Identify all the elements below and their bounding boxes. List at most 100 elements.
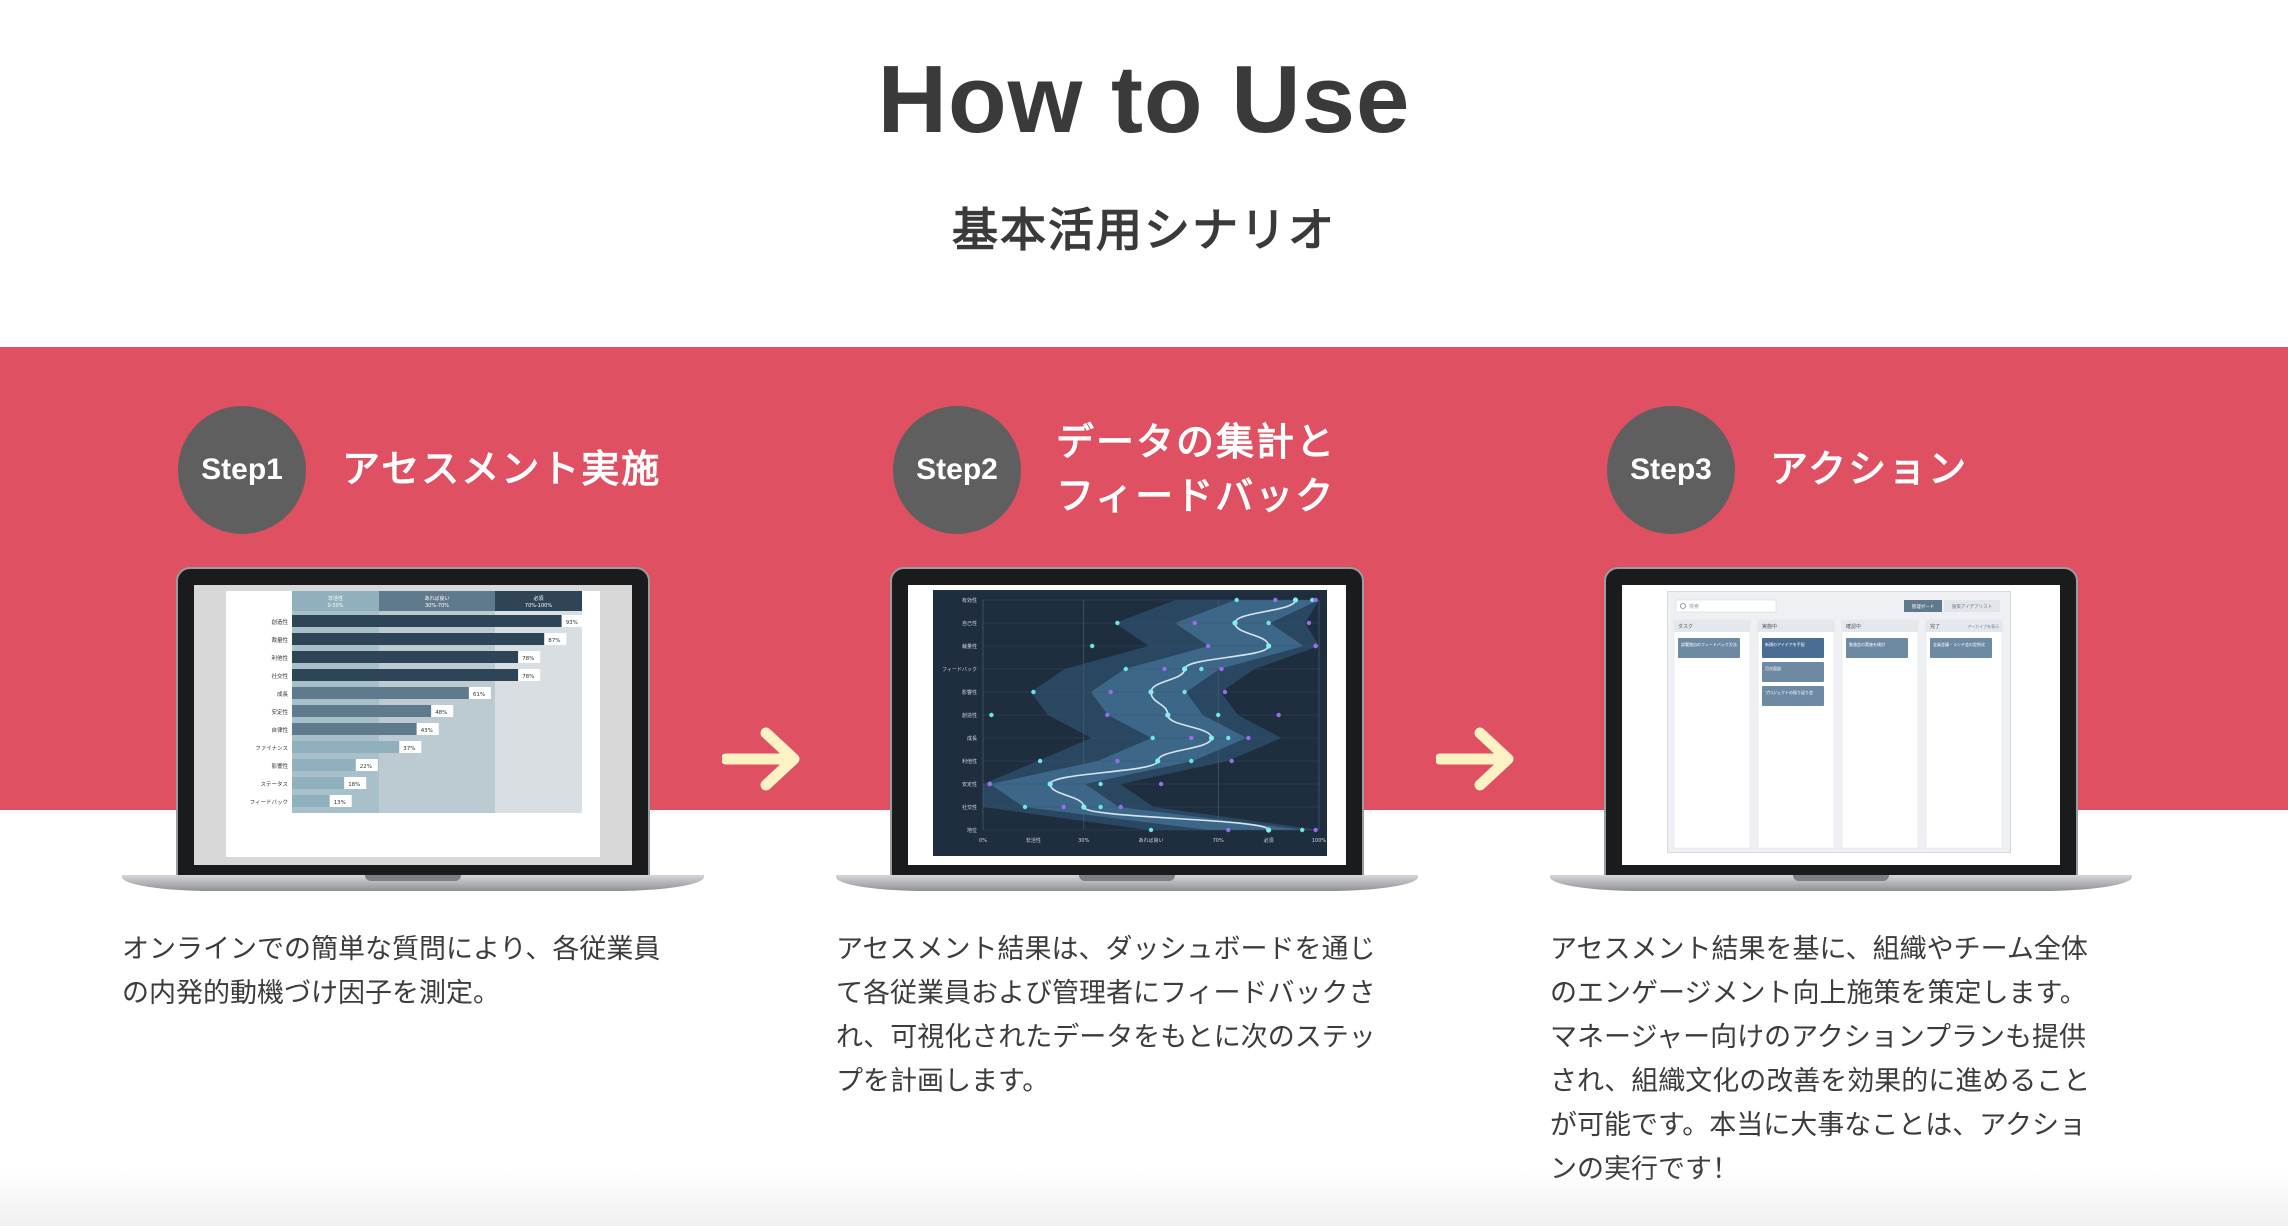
laptop-base — [836, 875, 1418, 891]
laptop-step-3: 検索管理ボード施策アイデアリストタスク部署独自のフィードバック方法実施中新規のア… — [1550, 567, 2132, 902]
zone-header — [495, 591, 582, 611]
data-point — [1090, 643, 1095, 649]
desc-line: の内発的動機づけ因子を測定。 — [122, 978, 500, 1009]
zone-label: 非活性 — [328, 595, 343, 602]
kanban-card-text: プロジェクトの振り返り会 — [1765, 689, 1813, 695]
bar-label-bg — [431, 705, 454, 717]
row-label: ステータス — [260, 780, 288, 788]
kanban-screen: 検索管理ボード施策アイデアリストタスク部署独自のフィードバック方法実施中新規のア… — [1622, 585, 2060, 865]
data-point — [1123, 666, 1128, 672]
x-tick-label: 100% — [1312, 838, 1327, 844]
bar-label-bg — [329, 795, 352, 807]
kanban-card-text: 新規のアイデアを手配 — [1765, 641, 1805, 647]
data-point — [1022, 804, 1028, 810]
data-point — [1313, 643, 1318, 649]
kanban-card — [1930, 638, 1992, 658]
bar-value: 37% — [403, 746, 415, 752]
bar-value: 22% — [360, 764, 372, 770]
arrow-right-icon — [720, 726, 804, 796]
kanban-column-title: 実施中 — [1762, 623, 1777, 630]
kanban-card-text: 部署独自のフィードバック方法 — [1681, 641, 1737, 647]
x-tick-label: 30% — [1078, 838, 1089, 844]
row-label: 裁量性 — [271, 636, 288, 644]
page-title: How to Use — [877, 46, 1411, 153]
median-point — [1148, 689, 1154, 695]
bar — [292, 687, 469, 699]
row-label: 自己性 — [962, 620, 977, 627]
row-label: フィードバック — [250, 799, 288, 806]
data-point — [1310, 597, 1315, 603]
row-label: 利他性 — [962, 758, 977, 765]
kanban-column-header — [1842, 620, 1918, 632]
data-point — [1199, 666, 1204, 672]
data-point — [1222, 689, 1228, 695]
row-label: 地位 — [967, 827, 977, 834]
bar — [292, 633, 545, 645]
search-icon — [1680, 603, 1686, 609]
desc-line: のエンゲージメント向上施策を策定します。 — [1550, 978, 2087, 1009]
data-point — [1115, 620, 1120, 626]
data-point — [1276, 712, 1281, 718]
bottom-fade — [0, 1170, 2288, 1226]
kanban-board: 検索管理ボード施策アイデアリストタスク部署独自のフィードバック方法実施中新規のア… — [1673, 599, 2003, 849]
row-label: 社交性 — [962, 804, 977, 811]
step-2-description: アセスメント結果は、ダッシュボードを通じ て各従業員および管理者にフィードバック… — [836, 928, 1376, 1104]
row-label: 安定性 — [271, 708, 288, 716]
step-3-description: アセスメント結果を基に、組織やチーム全体 のエンゲージメント向上施策を策定します… — [1550, 928, 2090, 1192]
assessment-bar-chart: 非活性0-30%あれば良い30%-70%必須70%-100%93%創造性87%裁… — [250, 591, 584, 813]
data-point — [1226, 827, 1231, 833]
bar-label-bg — [544, 633, 567, 645]
step-1-title-line: アセスメント実施 — [342, 447, 662, 491]
data-point — [1205, 643, 1211, 649]
data-point — [1313, 597, 1318, 603]
row-label: 利他性 — [271, 654, 288, 662]
step-2-title: データの集計と フィードバック — [1056, 415, 1336, 523]
tab-active — [1904, 600, 1942, 612]
kanban-card — [1846, 638, 1908, 658]
kanban-column-title: タスク — [1678, 623, 1693, 630]
data-point — [1158, 781, 1164, 787]
x-tick-label: 非活性 — [1026, 837, 1041, 844]
laptop-base — [1550, 875, 2132, 891]
bar-label-bg — [518, 669, 541, 681]
desc-line: マネージャー向けのアクションプランも提供 — [1550, 1022, 2086, 1053]
bar-value: 78% — [522, 656, 534, 662]
median-point — [1266, 643, 1272, 649]
median-point — [1208, 735, 1215, 741]
bar-value: 43% — [421, 728, 433, 734]
bar — [292, 777, 345, 789]
median-point — [1182, 666, 1188, 672]
median-point — [1047, 781, 1053, 787]
step-3-title-line: アクション — [1770, 447, 1969, 491]
data-point — [1192, 620, 1197, 626]
x-tick-label: 必須 — [1264, 837, 1274, 844]
data-point — [1300, 827, 1305, 833]
row-label: 創造性 — [271, 618, 288, 626]
data-point — [1150, 735, 1155, 741]
zone-range: 70%-100% — [525, 603, 552, 609]
data-point — [1246, 735, 1251, 741]
bar-value: 18% — [348, 782, 360, 788]
tab-label: 管理ボード — [1912, 603, 1935, 610]
step-1-title: アセスメント実施 — [342, 442, 661, 496]
data-point — [1226, 735, 1231, 741]
data-point — [1219, 666, 1224, 672]
kanban-card — [1762, 638, 1824, 658]
kanban-column-header — [1926, 620, 2002, 632]
laptop-lid: 検索管理ボード施策アイデアリストタスク部署独自のフィードバック方法実施中新規のア… — [1604, 567, 2078, 879]
arrow-right-icon — [1434, 726, 1518, 796]
desc-line: れ、可視化されたデータをもとに次のステッ — [836, 1022, 1376, 1053]
data-point — [1162, 666, 1167, 672]
data-point — [1108, 689, 1113, 695]
median-point — [1232, 620, 1238, 626]
bar-label-bg — [355, 759, 378, 771]
data-point — [1189, 758, 1194, 764]
desc-line: され、組織文化の改善を効果的に進めること — [1550, 1066, 2091, 1097]
bar — [292, 651, 519, 663]
data-point — [987, 781, 992, 787]
data-point — [1061, 804, 1066, 810]
bar-value: 61% — [473, 692, 485, 698]
data-point — [1266, 620, 1271, 626]
